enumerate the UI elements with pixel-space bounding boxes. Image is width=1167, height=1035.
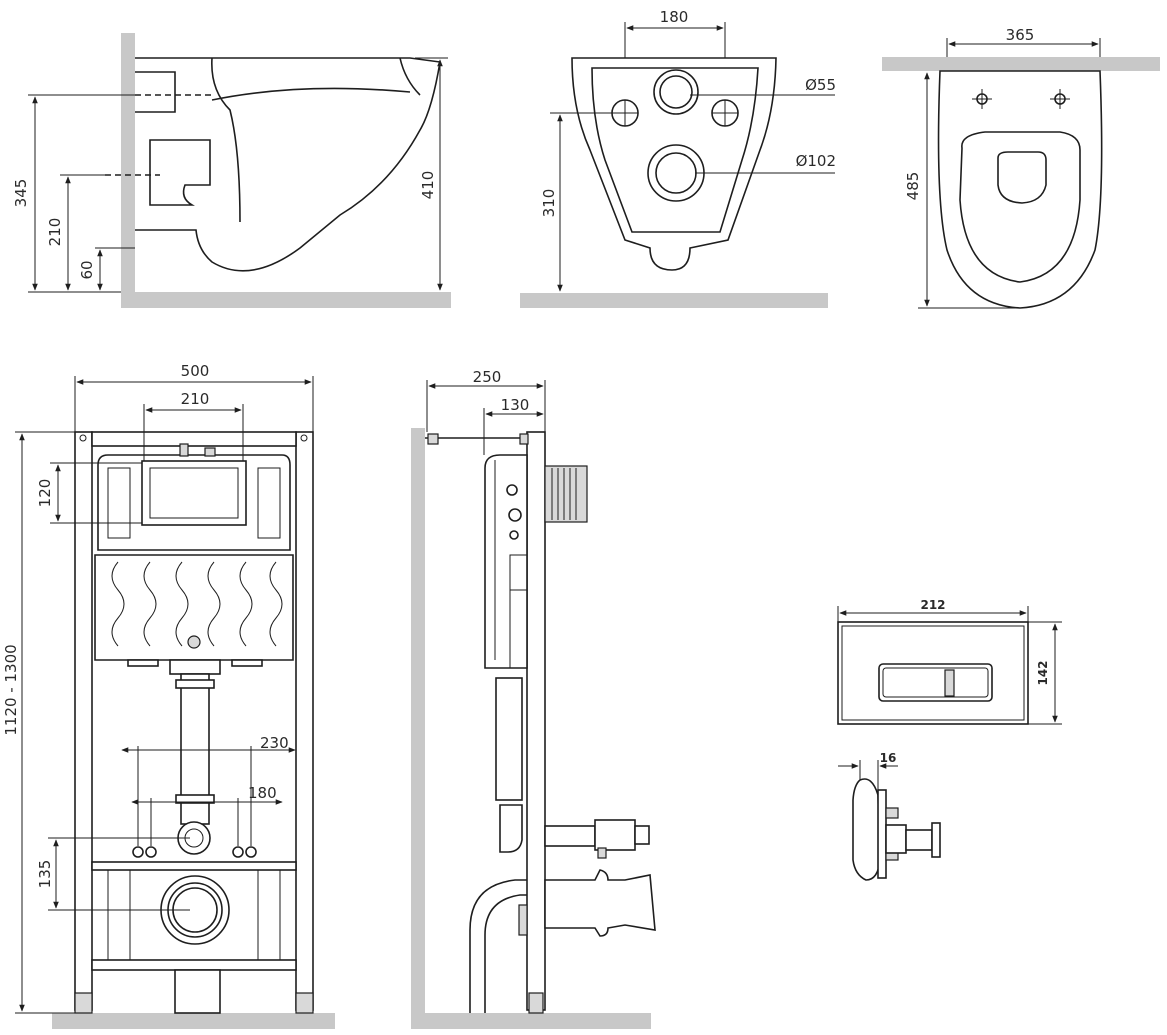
- floor: [52, 1013, 335, 1029]
- wall: [121, 33, 135, 308]
- bowl-side-view: 345 210 60 410: [12, 33, 451, 308]
- dim-250: 250: [473, 368, 502, 386]
- floor: [411, 1013, 651, 1029]
- dim-500: 500: [181, 362, 210, 380]
- dim-180-top: 180: [660, 8, 689, 26]
- dim-210: 210: [46, 218, 64, 247]
- dim-16: 16: [880, 751, 897, 765]
- dim-345: 345: [12, 179, 30, 208]
- dim-130: 130: [501, 396, 530, 414]
- dim-212: 212: [920, 598, 945, 612]
- dim-d55: Ø55: [805, 76, 836, 94]
- floor: [520, 293, 828, 308]
- wall: [411, 428, 425, 1028]
- flush-plate-front: 212 142: [837, 598, 1062, 725]
- bowl-rear-view: 180 Ø55 Ø102 310: [520, 8, 836, 308]
- dim-310: 310: [540, 189, 558, 218]
- bowl-top-view: 365 485: [882, 26, 1160, 309]
- dim-230: 230: [260, 734, 289, 752]
- top-outline: [937, 70, 1103, 309]
- floor: [121, 292, 451, 308]
- dim-d102: Ø102: [796, 152, 836, 170]
- rear-outline: [571, 57, 777, 271]
- dim-135: 135: [36, 860, 54, 889]
- dim-180-studs: 180: [248, 784, 277, 802]
- bowl-outline: [135, 57, 441, 272]
- flush-plate-side: 16: [838, 751, 941, 881]
- dim-410: 410: [419, 171, 437, 200]
- dim-485: 485: [904, 172, 922, 201]
- dim-365: 365: [1006, 26, 1035, 44]
- dim-1120-1300: 1120 - 1300: [2, 644, 20, 735]
- frame-side-view: 250 130: [411, 368, 656, 1029]
- wall: [882, 57, 1160, 71]
- dim-60: 60: [78, 260, 96, 279]
- dim-142: 142: [1036, 660, 1050, 685]
- dim-210-cistern: 210: [181, 390, 210, 408]
- frame-front-view: 500 210 120 1120 - 1300 230 180 135: [2, 362, 335, 1029]
- dim-120: 120: [36, 479, 54, 508]
